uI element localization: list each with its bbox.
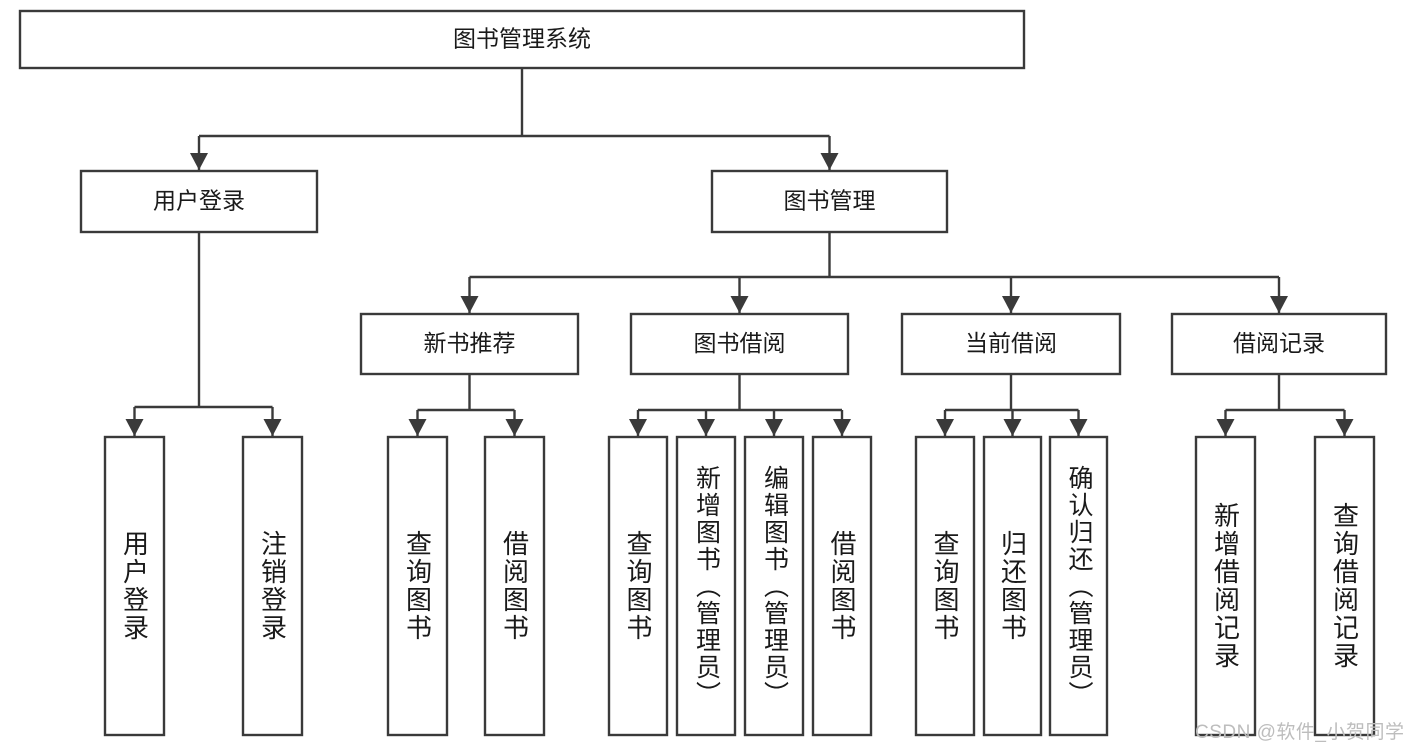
arrow-head-icon <box>125 419 144 436</box>
arrow-head-icon <box>730 296 749 313</box>
leaf-box-rec-query-record[interactable] <box>1313 435 1376 737</box>
leaf-box-borrow-borrow-book[interactable] <box>811 435 873 737</box>
leaf-box-cur-query-book[interactable] <box>914 435 976 737</box>
arrow-head-icon <box>697 419 715 436</box>
arrow-head-icon <box>1002 296 1020 313</box>
leaf-box-borrow-query-book[interactable] <box>607 435 669 737</box>
arrow-head-icon <box>1270 296 1288 313</box>
node-label-new-book-rec: 新书推荐 <box>424 330 516 356</box>
node-box-book-borrow[interactable] <box>629 312 850 376</box>
arrow-head-icon <box>505 419 524 436</box>
arrow-head-icon <box>765 419 783 436</box>
arrow-head-icon <box>1216 419 1235 436</box>
node-label-current-borrow: 当前借阅 <box>965 330 1057 356</box>
csdn-watermark: CSDN @软件_小贺同学 <box>1195 722 1405 743</box>
leaf-box-rec-add-record[interactable] <box>1194 435 1257 737</box>
leaf-box-cur-return-book[interactable] <box>982 435 1043 737</box>
arrow-head-icon <box>820 153 839 170</box>
node-box-new-book-rec[interactable] <box>359 312 580 376</box>
leaf-box-user-login-do[interactable] <box>103 435 166 737</box>
node-label-book-manage: 图书管理 <box>784 188 876 214</box>
node-label-user-login: 用户登录 <box>153 188 245 214</box>
node-label-borrow-record: 借阅记录 <box>1233 330 1325 356</box>
leaf-box-borrow-edit-book[interactable] <box>743 435 805 737</box>
arrow-head-icon <box>460 296 479 313</box>
node-label-root: 图书管理系统 <box>453 26 591 52</box>
arrow-head-icon <box>629 419 647 436</box>
arrow-head-icon <box>408 419 427 436</box>
leaf-box-cur-confirm-return[interactable] <box>1048 435 1109 737</box>
arrow-head-icon <box>1069 419 1088 436</box>
leaf-box-user-logout[interactable] <box>241 435 304 737</box>
arrow-head-icon <box>1335 419 1354 436</box>
node-box-current-borrow[interactable] <box>900 312 1122 376</box>
leaf-box-rec-query-book[interactable] <box>386 435 449 737</box>
boxes-layer <box>18 9 1388 737</box>
arrow-head-icon <box>190 153 208 170</box>
node-box-user-login[interactable] <box>79 169 319 234</box>
arrow-head-icon <box>263 419 282 436</box>
connectors-layer <box>125 68 1354 436</box>
node-label-book-borrow: 图书借阅 <box>694 330 786 356</box>
leaf-box-borrow-add-book[interactable] <box>675 435 737 737</box>
node-box-borrow-record[interactable] <box>1170 312 1388 376</box>
arrow-head-icon <box>936 419 954 436</box>
arrow-head-icon <box>833 419 851 436</box>
leaf-box-rec-borrow-book[interactable] <box>483 435 546 737</box>
node-box-book-manage[interactable] <box>710 169 949 234</box>
arrow-head-icon <box>1003 419 1022 436</box>
node-box-root[interactable] <box>18 9 1026 70</box>
